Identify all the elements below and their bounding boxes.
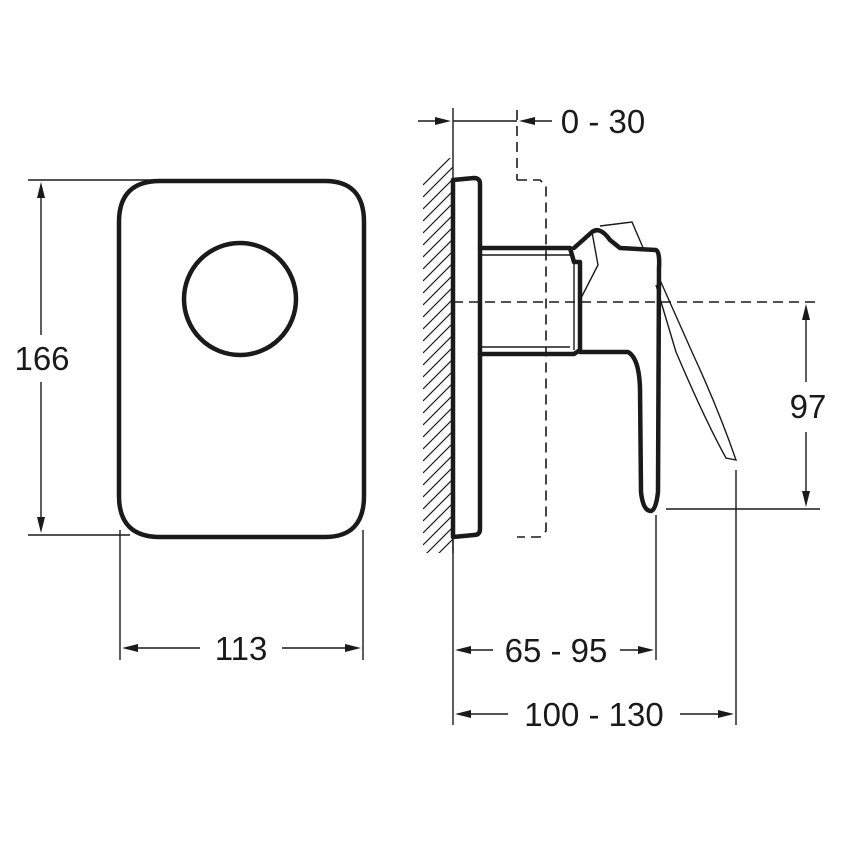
wall-offset-label: 0 - 30	[561, 103, 645, 140]
width-dimension-label: 113	[215, 630, 268, 667]
valve-body	[477, 245, 583, 357]
lever-projection-dimension: 65 - 95	[452, 515, 657, 725]
cover-plate-side	[450, 175, 483, 540]
handle-knob-circle	[181, 240, 299, 358]
front-view: 166 113	[14, 178, 367, 667]
total-projection-dimension: 100 - 130	[455, 470, 737, 733]
recessed-position-dashed	[517, 179, 547, 538]
axis-height-dimension: 97	[666, 304, 827, 510]
total-projection-label: 100 - 130	[524, 696, 663, 733]
lever-projection-label: 65 - 95	[505, 632, 608, 669]
height-dimension: 166	[14, 179, 153, 536]
wall	[423, 158, 454, 553]
wall-offset-dimension: 0 - 30	[418, 103, 645, 158]
lever-alt-position	[655, 279, 738, 461]
side-view: 0 - 30 97 65 - 95 100	[418, 103, 826, 733]
axis-height-label: 97	[790, 388, 827, 425]
width-dimension: 113	[119, 530, 364, 667]
lever-handle	[571, 228, 662, 514]
height-dimension-label: 166	[14, 340, 69, 377]
cover-plate-outline	[116, 178, 367, 540]
